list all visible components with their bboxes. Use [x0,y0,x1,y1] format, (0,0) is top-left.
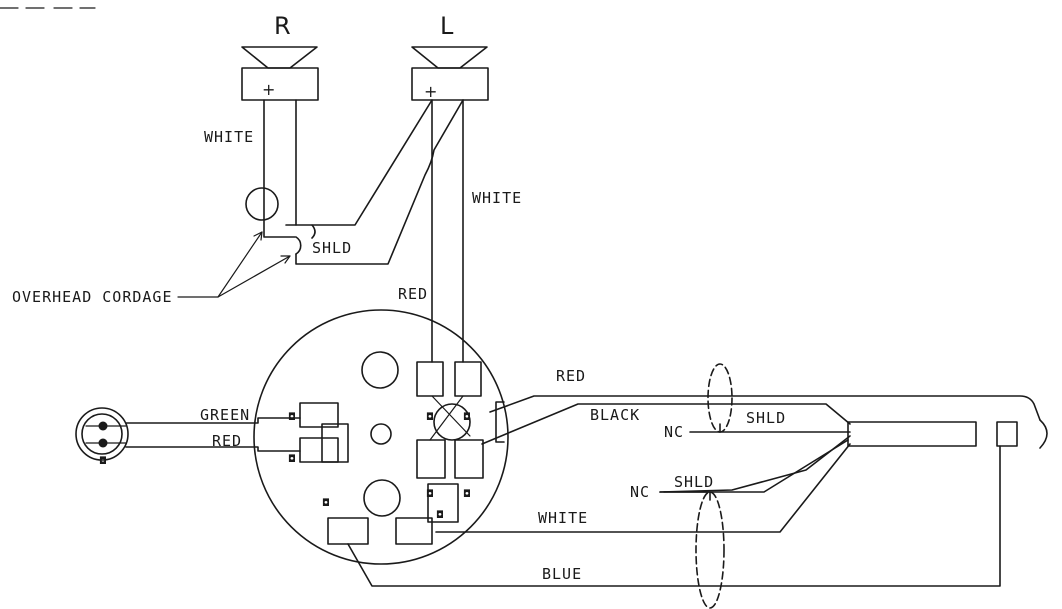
cordage-loop-1 [245,187,279,221]
label-green: GREEN [200,406,250,424]
label-nc-top: NC [664,423,684,441]
terminal-red-left [299,437,339,463]
shield-loop-top [707,363,733,433]
terminal-white [454,361,482,397]
connector-hole-top [361,351,399,389]
label-red-top: RED [398,285,428,303]
right-speaker-wiring [245,99,464,265]
label-white-left: WHITE [472,189,522,207]
label-black: BLACK [590,406,640,424]
input-jack: ◘ [75,407,129,467]
terminal-bottom-right [395,517,433,545]
output-plug [847,421,977,447]
terminal-shld [427,483,459,523]
main-connector: ◘ ◘ ◘ ◘ ◘ ◘ ◘ ◘ [253,309,509,565]
left-speaker-wiring [431,99,464,363]
svg-text:◘: ◘ [463,412,471,423]
label-nc-bottom: NC [630,483,650,501]
label-red-right: RED [556,367,586,385]
label-red-left: RED [212,432,242,450]
label-blue: BLUE [542,565,582,583]
label-shld-right-top: SHLD [746,409,786,427]
svg-text:◘: ◘ [426,489,434,500]
svg-text:◘: ◘ [463,489,471,500]
connector-hole-bottom [363,479,401,517]
terminal-green [299,402,339,428]
overhead-cordage-callout: OVERHEAD CORDAGE [12,231,291,306]
speaker-right: + R [241,12,319,101]
label-white-bottom: WHITE [538,509,588,527]
speaker-right-label: R [274,12,291,40]
speaker-left-plus: + [424,82,437,101]
terminal-bottom-left [327,517,369,545]
speaker-left: + L [411,12,489,101]
shield-loop-bottom [695,491,725,609]
svg-text:◘: ◘ [426,412,434,423]
svg-text:◘: ◘ [99,456,107,467]
svg-text:◘: ◘ [322,498,330,509]
label-shld-right-bottom: SHLD [674,473,714,491]
jack-wires [125,417,301,452]
terminal-red [416,361,444,397]
label-overhead-cordage: OVERHEAD CORDAGE [12,288,173,306]
svg-text:◘: ◘ [288,454,296,465]
output-plug-tip [996,421,1018,447]
speaker-right-plus: + [262,80,275,99]
output-cable [347,363,1048,609]
svg-text:◘: ◘ [436,510,444,521]
speaker-left-label: L [440,12,454,40]
terminal-blue [454,439,484,479]
label-shld-top: SHLD [312,239,352,257]
label-white-right: WHITE [204,128,254,146]
terminal-black [416,439,446,479]
connector-hole-center [370,423,392,445]
